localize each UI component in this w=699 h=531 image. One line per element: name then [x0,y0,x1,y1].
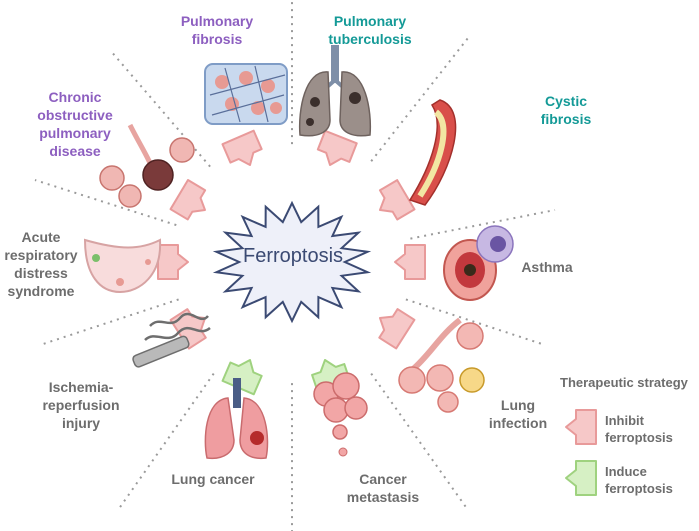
disease-illustrations [83,45,514,460]
arrow-asthma [394,244,426,280]
arrow-cystic-fibrosis [378,179,416,221]
label-ards: Acute respiratory distress syndrome [4,229,78,299]
tuberculosis-lungs-icon [298,45,372,137]
copd-alveoli-icon [99,123,195,208]
arrow-pulmonary-tuberculosis [316,129,358,166]
legend-inhibit-label: Inhibit ferroptosis [605,413,673,445]
legend-title: Therapeutic strategy [560,375,688,390]
legend-arrows [565,409,597,496]
asthma-airway-icon [443,225,514,301]
ards-alveolus-icon [83,238,162,294]
fibrosis-tissue-icon [204,63,288,125]
label-lung-infection: Lung infection [488,397,548,431]
arrow-copd [169,179,207,221]
metastasis-cells-icon [313,372,368,457]
divider-line-3 [370,37,469,162]
label-copd: Chronic obstructive pulmonary disease [37,89,113,159]
label-pulmonary-fibrosis: Pulmonary fibrosis [180,13,254,47]
label-lung-cancer: Lung cancer [171,471,255,487]
infected-alveoli-icon [398,317,485,413]
legend-induce-arrow [565,460,597,496]
arrow-ards [157,244,189,280]
lung-cancer-icon [204,378,269,460]
legend-inhibit-arrow [565,409,597,445]
label-asthma: Asthma [521,259,573,275]
legend-induce-label: Induce ferroptosis [605,464,673,496]
arrow-lung-cancer [221,359,263,396]
label-cystic-fibrosis: Cystic fibrosis [540,93,592,127]
label-pulmonary-tuberculosis: Pulmonary tuberculosis [328,13,412,47]
airway-tube-icon [408,99,457,206]
divider-lines [34,0,556,531]
divider-line-1 [109,49,211,168]
ferroptosis-label: Ferroptosis [242,245,344,267]
label-ischemia-reperfusion-injury: Ischemia- reperfusion injury [42,379,120,431]
arrow-pulmonary-fibrosis [221,129,263,166]
capillary-vessel-icon [132,312,211,368]
arrow-lung-infection [378,308,416,350]
label-cancer-metastasis: Cancer metastasis [346,471,420,505]
divider-line-8 [117,373,215,511]
ferroptosis-star [212,200,372,324]
